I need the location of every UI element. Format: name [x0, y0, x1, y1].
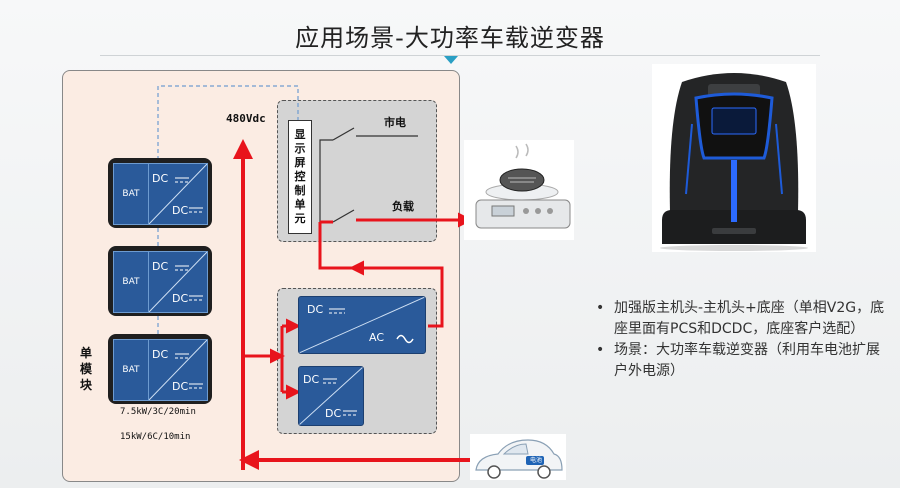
spec-line-1: 7.5kW/3C/20min — [120, 407, 196, 417]
car-image: 电池 — [470, 434, 566, 480]
spec-line-2: 15kW/6C/10min — [120, 432, 191, 442]
ac-output-path — [318, 222, 444, 328]
battery-module-2: BAT DC DC — [108, 246, 212, 316]
load-switch — [332, 209, 355, 223]
title-underline — [100, 55, 820, 56]
battery-module-1: BAT DC DC — [108, 158, 212, 228]
display-control-unit: 显 示 屏 控 制 单 元 — [288, 120, 312, 234]
dcac-converter: DC AC — [298, 296, 426, 354]
load-scale-icon — [464, 140, 574, 240]
bat-cell: BAT — [113, 339, 149, 401]
module-dcdc: DC DC — [148, 339, 208, 401]
bullet-item: 加强版主机头-主机头+底座（单相V2G，底座里面有PCS和DCDC，底座客户选配… — [596, 298, 886, 340]
module-dcdc: DC DC — [148, 163, 208, 225]
bat-cell: BAT — [113, 163, 149, 225]
dcdc-converter: DC DC — [298, 366, 364, 426]
voltage-label: 480Vdc — [226, 112, 266, 125]
slide-title: 应用场景-大功率车载逆变器 — [295, 24, 605, 52]
comm-line — [157, 85, 299, 160]
bullet-item: 场景：大功率车载逆变器（利用车电池扩展户外电源） — [596, 340, 886, 382]
load-label: 负载 — [392, 200, 414, 213]
title-marker-icon — [444, 56, 458, 64]
car-battery-badge: 电池 — [529, 457, 542, 464]
battery-module-3: BAT DC DC — [108, 334, 212, 404]
single-module-label: 单 模 块 — [80, 346, 93, 392]
feature-bullets: 加强版主机头-主机头+底座（单相V2G，底座里面有PCS和DCDC，底座客户选配… — [596, 298, 886, 382]
grid-switch — [319, 139, 333, 222]
grid-label: 市电 — [384, 116, 406, 129]
bat-cell: BAT — [113, 251, 149, 313]
module-dcdc: DC DC — [148, 251, 208, 313]
inverter-product-image — [652, 64, 816, 252]
